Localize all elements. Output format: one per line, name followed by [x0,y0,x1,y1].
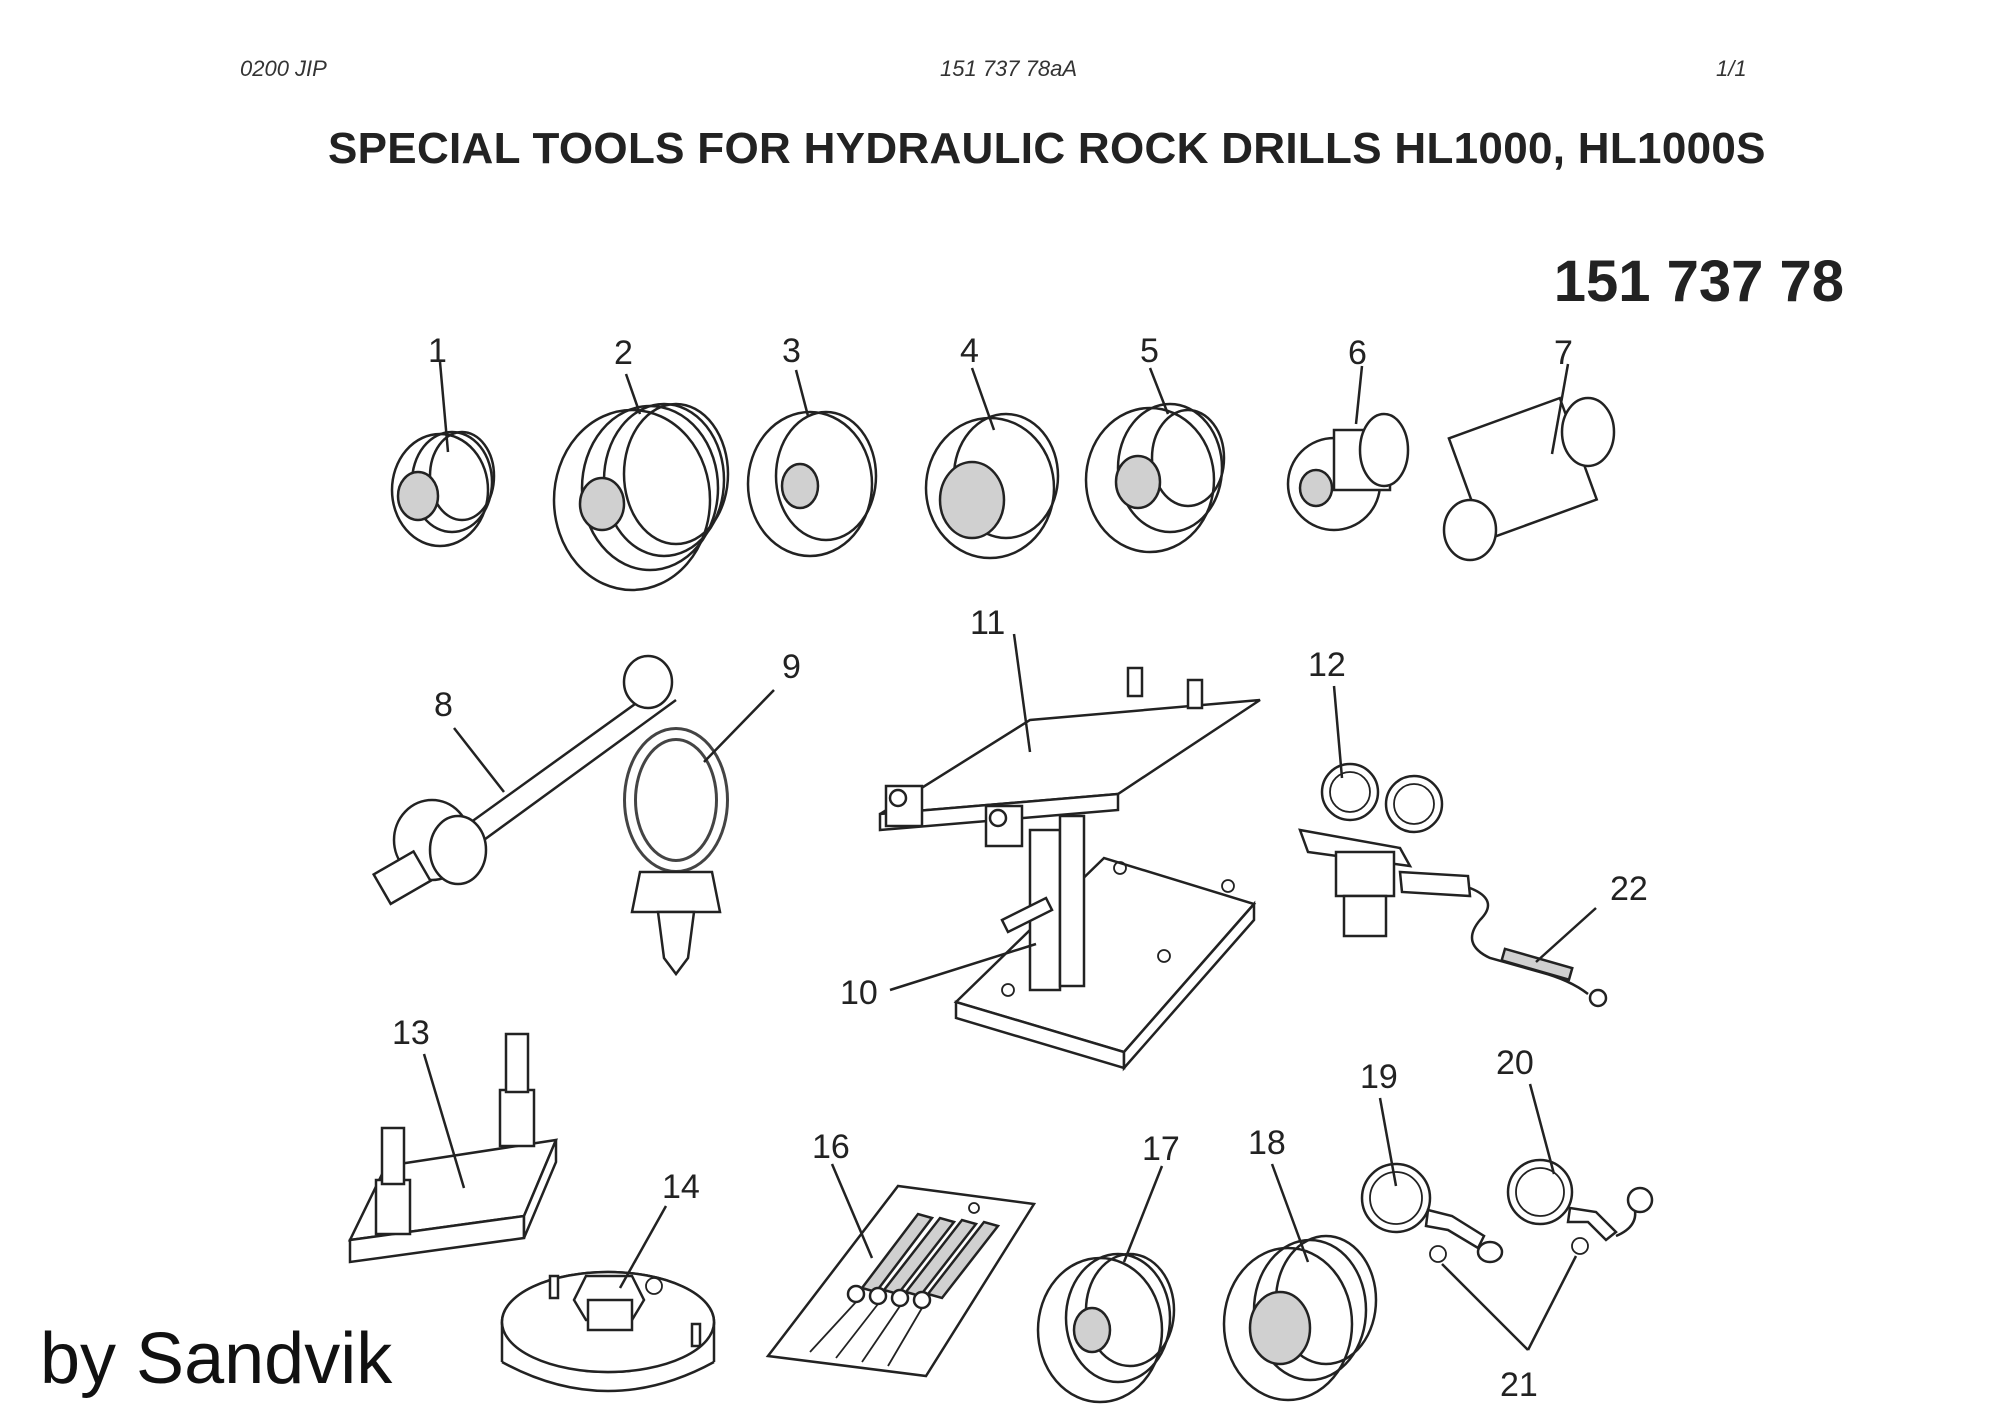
callout-6: 6 [1348,334,1367,372]
callout-1: 1 [428,332,447,370]
tool-8-drawing [371,654,677,906]
callout-18: 18 [1248,1124,1286,1162]
tool-4-drawing [924,367,1060,560]
callout-12: 12 [1308,646,1346,684]
callout-16: 16 [812,1128,850,1166]
header-page-number: 1/1 [1716,56,1747,81]
tool-17-drawing [1036,1165,1176,1404]
tool-12-22-regulator-drawing [1298,685,1608,1008]
callout-22: 22 [1610,870,1648,908]
tool-18-drawing [1222,1163,1378,1402]
callout-8: 8 [434,686,453,724]
callout-5: 5 [1140,332,1159,370]
callout-3: 3 [782,332,801,370]
header-code-center: 151 737 78aA [940,56,1078,81]
tool-19-20-21-gauges-drawing [1360,1083,1654,1351]
callout-4: 4 [960,332,979,370]
callout-14: 14 [662,1168,700,1206]
credit-text: by Sandvik [40,1319,393,1399]
tool-2-drawing [552,373,730,592]
tool-6-drawing [1286,365,1410,532]
tool-9-drawing [623,689,775,977]
callout-10: 10 [840,974,878,1012]
callout-19: 19 [1360,1058,1398,1096]
callout-13: 13 [392,1014,430,1052]
tool-13-drawing [347,1032,559,1264]
callout-21: 21 [1500,1366,1538,1404]
callout-7: 7 [1554,334,1573,372]
page-title: SPECIAL TOOLS FOR HYDRAULIC ROCK DRILLS … [328,124,1766,173]
callout-11: 11 [970,604,1005,642]
tool-14-drawing [500,1205,716,1393]
document-number: 151 737 78 [1553,249,1844,314]
tool-10-11-stand-drawing [878,633,1261,1072]
tool-7-drawing [1442,363,1616,562]
tool-3-drawing [746,369,878,558]
tool-1-drawing [390,361,496,548]
callout-2: 2 [614,334,633,372]
header-code-left: 0200 JIP [240,56,327,81]
tool-5-drawing [1084,367,1226,554]
callout-9: 9 [782,648,801,686]
tool-16-drawing [765,1163,1037,1378]
callout-17: 17 [1142,1130,1180,1168]
callout-20: 20 [1496,1044,1534,1082]
